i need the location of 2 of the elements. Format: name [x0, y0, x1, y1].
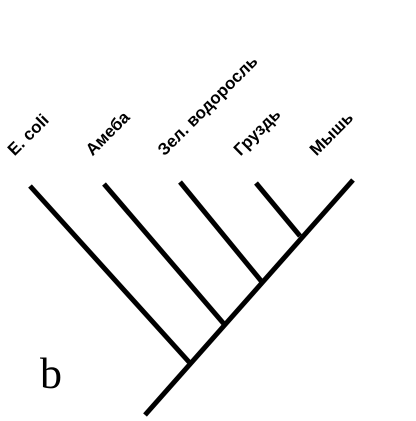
taxon-label: E. coli — [4, 110, 54, 160]
panel-letter: b — [40, 352, 62, 396]
